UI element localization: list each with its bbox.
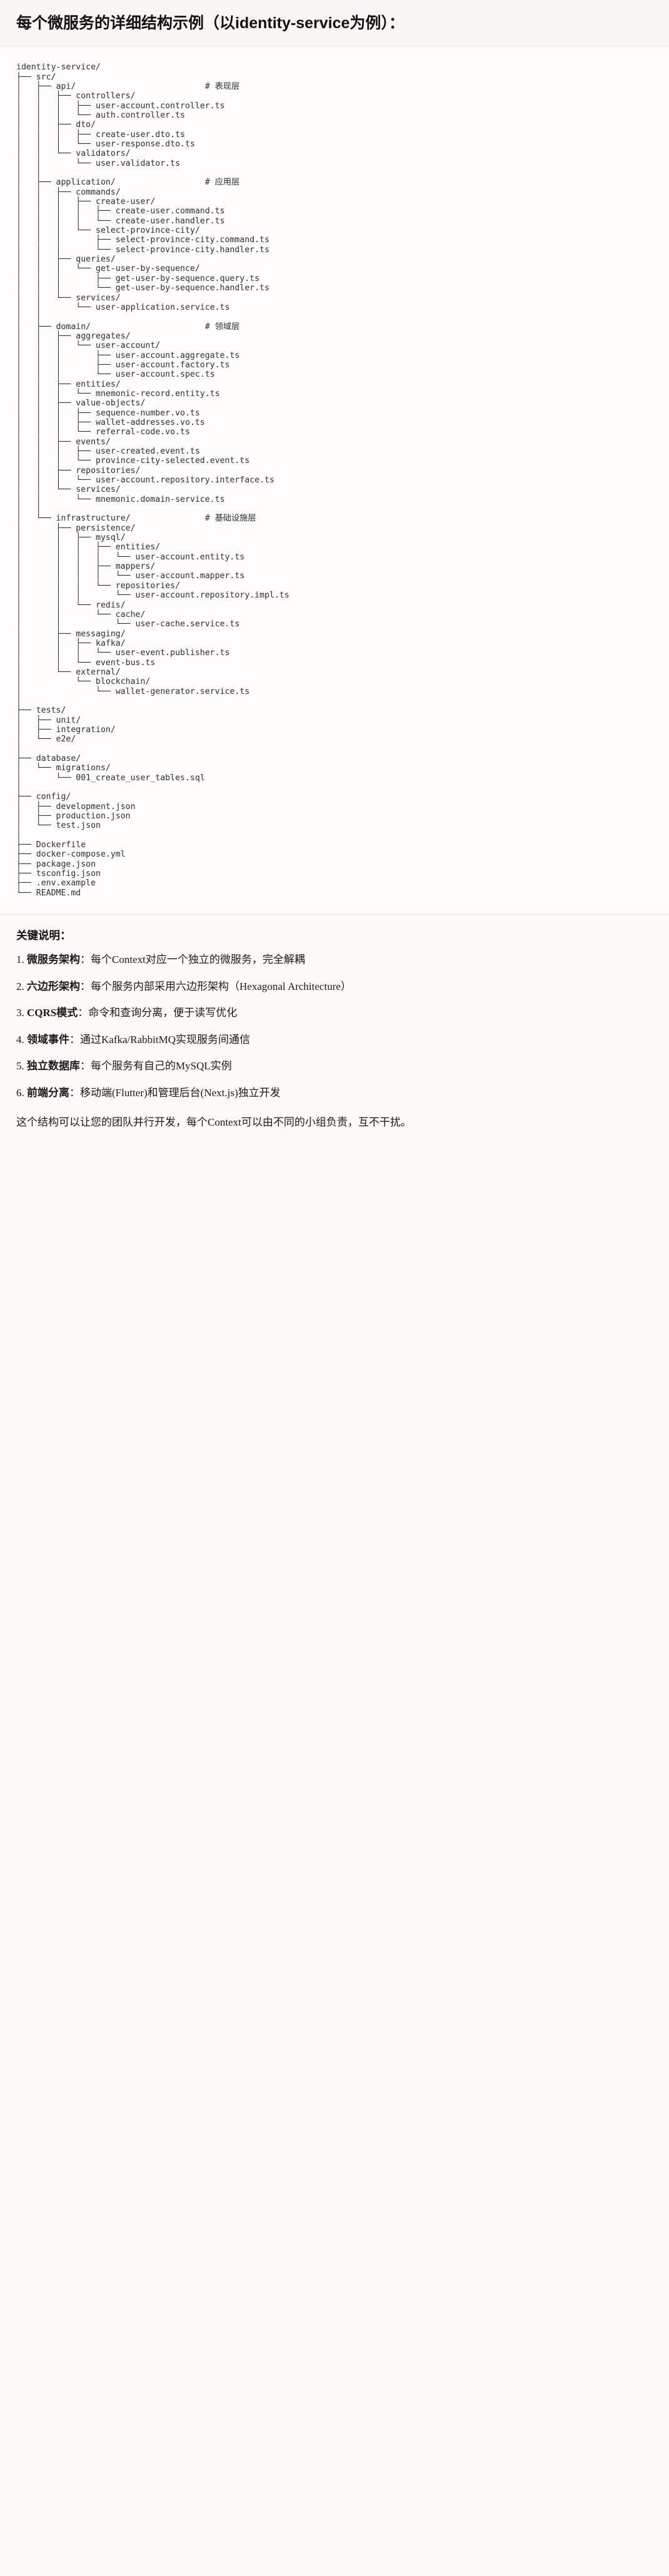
directory-tree-block: identity-service/ ├── src/ │ ├── api/ # … bbox=[0, 46, 669, 915]
key-note-item: 六边形架构：每个服务内部采用六边形架构（Hexagonal Architectu… bbox=[16, 979, 653, 995]
key-notes-list: 微服务架构：每个Context对应一个独立的微服务，完全解耦六边形架构：每个服务… bbox=[16, 952, 653, 1101]
key-note-item: 领域事件：通过Kafka/RabbitMQ实现服务间通信 bbox=[16, 1032, 653, 1048]
document-page: 每个微服务的详细结构示例（以identity-service为例）： ident… bbox=[0, 0, 669, 1145]
key-note-item: 独立数据库：每个服务有自己的MySQL实例 bbox=[16, 1058, 653, 1074]
key-note-description: ：通过Kafka/RabbitMQ实现服务间通信 bbox=[69, 1033, 250, 1046]
key-note-description: ：每个服务有自己的MySQL实例 bbox=[80, 1060, 232, 1072]
key-notes-section: 关键说明： 微服务架构：每个Context对应一个独立的微服务，完全解耦六边形架… bbox=[0, 914, 669, 1145]
directory-tree: identity-service/ ├── src/ │ ├── api/ # … bbox=[16, 63, 289, 898]
key-note-item: 前端分离：移动端(Flutter)和管理后台(Next.js)独立开发 bbox=[16, 1085, 653, 1101]
key-note-term: 独立数据库 bbox=[27, 1060, 80, 1072]
key-note-description: ：每个Context对应一个独立的微服务，完全解耦 bbox=[80, 954, 305, 966]
closing-paragraph: 这个结构可以让您的团队并行开发，每个Context可以由不同的小组负责，互不干扰… bbox=[16, 1116, 411, 1129]
document-header: 每个微服务的详细结构示例（以identity-service为例）： bbox=[0, 0, 669, 47]
key-note-term: 领域事件 bbox=[27, 1033, 69, 1046]
key-note-term: 六边形架构 bbox=[27, 980, 80, 992]
key-note-term: CQRS模式 bbox=[27, 1007, 78, 1019]
key-note-description: ：命令和查询分离，便于读写优化 bbox=[78, 1007, 238, 1019]
key-note-item: 微服务架构：每个Context对应一个独立的微服务，完全解耦 bbox=[16, 952, 653, 968]
page-title: 每个微服务的详细结构示例（以identity-service为例）： bbox=[16, 14, 405, 32]
key-note-term: 前端分离 bbox=[27, 1086, 69, 1099]
key-note-description: ：移动端(Flutter)和管理后台(Next.js)独立开发 bbox=[69, 1086, 281, 1099]
key-notes-title: 关键说明： bbox=[16, 929, 71, 942]
key-note-term: 微服务架构 bbox=[27, 954, 80, 966]
key-note-item: CQRS模式：命令和查询分离，便于读写优化 bbox=[16, 1005, 653, 1021]
key-note-description: ：每个服务内部采用六边形架构（Hexagonal Architecture） bbox=[80, 980, 351, 992]
